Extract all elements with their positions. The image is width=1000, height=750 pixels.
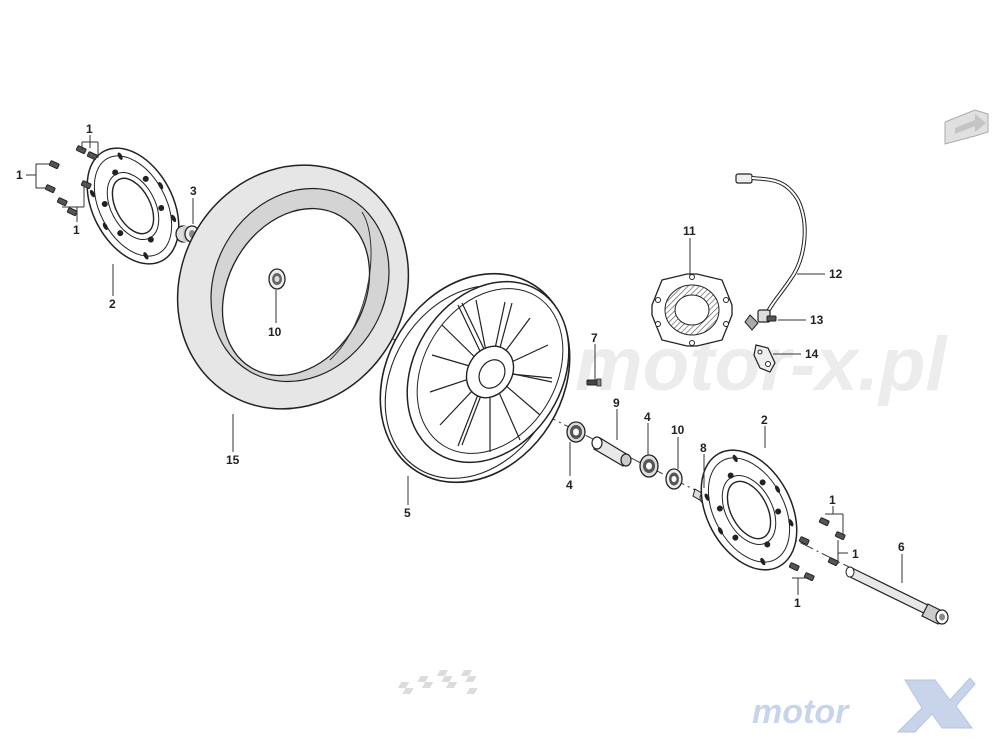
callout-1: 1 (86, 122, 93, 136)
callout-4: 4 (566, 478, 573, 492)
callout-12: 12 (829, 267, 843, 281)
brake-disc-right (700, 449, 798, 571)
bearing-part-4-b (639, 454, 659, 478)
direction-arrow-icon (944, 109, 989, 145)
callout-11: 11 (683, 224, 696, 238)
callout-5: 5 (404, 506, 411, 520)
bearing-part-10-left (268, 268, 286, 290)
bracket-part-14 (753, 344, 776, 373)
callout-labels: 1 1 1 2 3 10 15 5 7 9 4 4 10 8 2 6 1 1 1… (16, 122, 905, 610)
callout-1: 1 (852, 547, 859, 561)
callout-10: 10 (671, 423, 685, 437)
callout-8: 8 (700, 441, 707, 455)
callout-1: 1 (73, 223, 80, 237)
abs-tone-ring-part-11 (651, 273, 733, 347)
callout-1: 1 (16, 168, 23, 182)
bearing-part-4-a (566, 421, 586, 443)
callout-1: 1 (794, 596, 801, 610)
brand-logo: motor (397, 670, 976, 733)
callout-9: 9 (613, 396, 620, 410)
abs-sensor-cable-part-12 (735, 173, 807, 331)
tire-part-15 (176, 164, 410, 410)
callout-15: 15 (226, 453, 240, 467)
seal-part-10-right (665, 468, 683, 490)
wheel-rim-part-5 (379, 272, 571, 484)
callout-2: 2 (761, 413, 768, 427)
callout-6: 6 (898, 540, 905, 554)
callout-14: 14 (805, 347, 819, 361)
disc-bolts-right (788, 517, 846, 582)
callout-4: 4 (644, 410, 651, 424)
valve-part-7 (586, 378, 602, 387)
callout-13: 13 (810, 313, 824, 327)
axle-part-6 (845, 566, 949, 625)
logo-text: motor (752, 693, 850, 731)
callout-10: 10 (268, 325, 282, 339)
bolt-part-13 (766, 315, 777, 322)
callout-1: 1 (829, 493, 836, 507)
callout-2: 2 (109, 297, 116, 311)
callout-7: 7 (591, 331, 598, 345)
tube-part-9 (591, 436, 632, 467)
callout-3: 3 (190, 184, 197, 198)
leader-lines (26, 135, 903, 595)
brake-disc-left (86, 147, 180, 265)
